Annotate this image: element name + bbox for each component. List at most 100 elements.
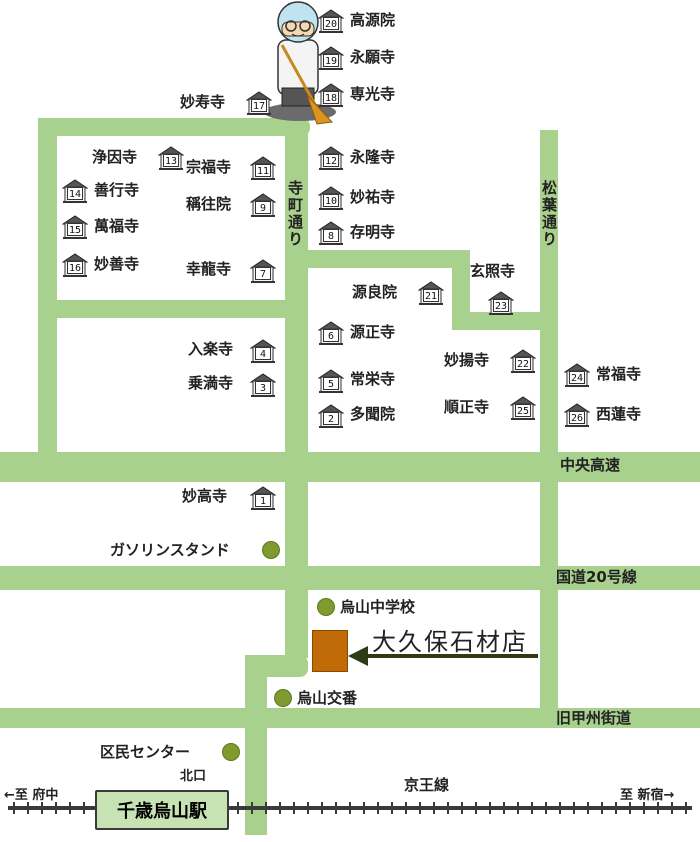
temple-icon-24: 24 — [563, 362, 591, 388]
temple-number: 25 — [515, 404, 531, 417]
temple-number: 24 — [569, 371, 585, 384]
temple-name-9: 稱往院 — [186, 195, 232, 213]
temple-number: 2 — [323, 412, 339, 425]
temple-number: 21 — [423, 289, 439, 302]
temple-name-1: 妙高寺 — [182, 487, 228, 505]
temple-name-25: 順正寺 — [444, 398, 490, 416]
temple-number: 9 — [255, 201, 271, 214]
temple-number: 6 — [323, 329, 339, 342]
temple-name-21: 源良院 — [352, 283, 398, 301]
temple-icon-2: 2 — [317, 403, 345, 429]
landmark-gas-label: ガソリンスタンド — [110, 541, 230, 559]
temple-name-18: 専光寺 — [350, 85, 396, 103]
landmark-school-dot — [317, 598, 335, 616]
road-branch-down — [452, 250, 470, 330]
temple-number: 17 — [251, 99, 267, 112]
road-lower-join — [245, 655, 308, 677]
temple-name-16: 妙善寺 — [94, 255, 140, 273]
temple-icon-23: 23 — [487, 290, 515, 316]
temple-number: 4 — [255, 347, 271, 360]
landmark-police-label: 烏山交番 — [297, 689, 358, 707]
road-label-matsuba: 松葉通り — [540, 180, 558, 248]
road-left-mid — [38, 300, 288, 318]
temple-icon-1: 1 — [249, 485, 277, 511]
temple-name-26: 西蓮寺 — [596, 405, 642, 423]
temple-icon-22: 22 — [509, 348, 537, 374]
temple-icon-14: 14 — [61, 178, 89, 204]
temple-icon-9: 9 — [249, 192, 277, 218]
temple-icon-21: 21 — [417, 280, 445, 306]
station-box: 千歳烏山駅 — [95, 790, 229, 830]
temple-number: 19 — [323, 54, 339, 67]
temple-number: 16 — [67, 261, 83, 274]
temple-number: 5 — [323, 377, 339, 390]
temple-number: 8 — [323, 229, 339, 242]
temple-icon-5: 5 — [317, 368, 345, 394]
road-kyu-koshu — [0, 708, 700, 728]
temple-icon-15: 15 — [61, 214, 89, 240]
direction-shinjuku: 至 新宿→ — [620, 788, 675, 803]
temple-name-23: 玄照寺 — [470, 262, 516, 280]
temple-name-3: 乗満寺 — [188, 374, 234, 392]
temple-name-6: 源正寺 — [350, 323, 396, 341]
temple-name-12: 永隆寺 — [350, 148, 396, 166]
road-label-kyu-koshu: 旧甲州街道 — [556, 709, 632, 727]
temple-icon-25: 25 — [509, 395, 537, 421]
road-left-vertical — [38, 118, 57, 458]
temple-number: 22 — [515, 357, 531, 370]
temple-name-2: 多聞院 — [350, 405, 396, 423]
temple-number: 15 — [67, 223, 83, 236]
temple-name-7: 幸龍寺 — [186, 260, 232, 278]
temple-icon-6: 6 — [317, 320, 345, 346]
temple-number: 11 — [255, 164, 271, 177]
station-exit: 北口 — [180, 769, 207, 784]
temple-icon-8: 8 — [317, 220, 345, 246]
temple-number: 23 — [493, 299, 509, 312]
temple-name-19: 永願寺 — [350, 48, 396, 66]
store-marker — [312, 630, 348, 672]
temple-number: 14 — [67, 187, 83, 200]
monk-illustration — [264, 1, 336, 125]
store-name: 大久保石材店 — [372, 628, 528, 656]
roads — [0, 118, 700, 835]
temple-number: 26 — [569, 411, 585, 424]
temple-number: 1 — [255, 494, 271, 507]
road-top-horizontal — [38, 118, 310, 136]
road-branch-top — [300, 250, 470, 268]
temple-number: 13 — [163, 154, 179, 167]
road-label-kokudo20: 国道20号線 — [556, 568, 637, 586]
road-kokudo20 — [0, 566, 700, 590]
landmark-kumin-label: 区民センター — [100, 743, 191, 761]
temple-icon-3: 3 — [249, 372, 277, 398]
temple-name-22: 妙揚寺 — [444, 351, 490, 369]
temple-number: 3 — [255, 381, 271, 394]
temple-icon-13: 13 — [157, 145, 185, 171]
landmark-kumin-dot — [222, 743, 240, 761]
temple-name-17: 妙寿寺 — [180, 93, 226, 111]
temple-icon-17: 17 — [245, 90, 273, 116]
temple-icon-12: 12 — [317, 145, 345, 171]
temple-name-8: 存明寺 — [350, 223, 396, 241]
temple-icon-20: 20 — [317, 8, 345, 34]
temple-icon-4: 4 — [249, 338, 277, 364]
temple-name-20: 高源院 — [350, 11, 396, 29]
temple-icon-10: 10 — [317, 185, 345, 211]
road-label-teramachi: 寺町通り — [286, 180, 304, 248]
temple-name-11: 宗福寺 — [186, 158, 232, 176]
temple-icon-7: 7 — [249, 258, 277, 284]
road-lower-vertical — [245, 655, 267, 835]
temple-number: 20 — [323, 17, 339, 30]
landmark-gas-dot — [262, 541, 280, 559]
temple-name-10: 妙祐寺 — [350, 188, 396, 206]
landmark-school-label: 烏山中学校 — [340, 598, 416, 616]
station-name: 千歳烏山駅 — [117, 801, 207, 822]
temple-icon-19: 19 — [317, 45, 345, 71]
landmark-police-dot — [274, 689, 292, 707]
store-arrow — [348, 646, 538, 666]
temple-icon-26: 26 — [563, 402, 591, 428]
temple-icon-11: 11 — [249, 155, 277, 181]
temple-name-24: 常福寺 — [596, 365, 642, 383]
road-label-chuo-kosoku: 中央高速 — [560, 456, 621, 474]
temple-number: 18 — [323, 91, 339, 104]
temple-number: 10 — [323, 194, 339, 207]
